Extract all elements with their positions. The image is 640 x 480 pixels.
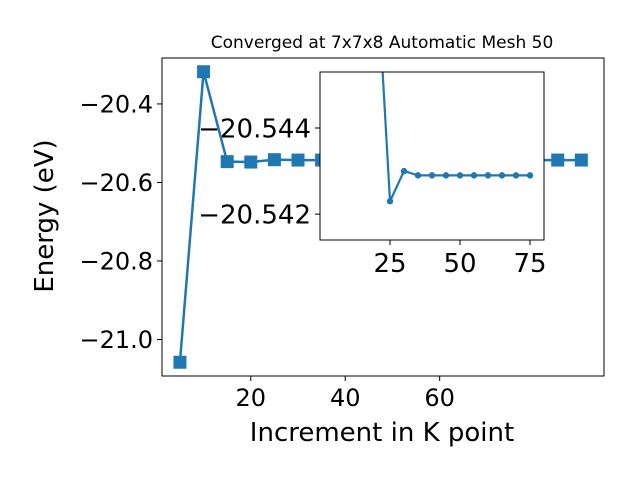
main-data-point: [291, 153, 305, 167]
inset-data-point: [470, 172, 478, 179]
inset-data-point: [484, 172, 492, 179]
main-data-point: [551, 153, 565, 167]
inset-data-point: [442, 172, 450, 179]
main-data-point: [197, 65, 211, 79]
y-axis-label: Energy (eV): [30, 139, 60, 292]
inset-x-tick-label: 25: [373, 249, 406, 279]
main-x-tick-label: 40: [330, 384, 361, 412]
main-plot-frame: [161, 57, 605, 377]
chart-title: Converged at 7x7x8 Automatic Mesh 50: [211, 33, 554, 53]
x-axis-label: Increment in K point: [250, 418, 514, 448]
main-x-tick-label: 60: [424, 384, 455, 412]
inset-plot: 25 50 75 −20.544 −20.542: [198, 71, 547, 279]
main-data-point: [244, 155, 258, 169]
main-y-tick-label: −20.8: [79, 248, 153, 276]
inset-data-point: [400, 167, 408, 175]
inset-series-group: [381, 72, 534, 205]
main-y-tick-label: −20.4: [79, 91, 153, 119]
inset-x-tick-label: 75: [513, 249, 546, 279]
inset-y-tick-label: −20.544: [198, 114, 311, 144]
main-data-point: [220, 155, 234, 169]
inset-plot-background: [320, 72, 544, 240]
inset-data-point: [456, 172, 464, 179]
inset-data-point: [512, 172, 520, 179]
inset-y-tick-label: −20.542: [198, 201, 311, 231]
inset-data-point: [498, 172, 506, 179]
inset-data-point: [526, 172, 534, 179]
inset-x-tick-label: 50: [443, 249, 476, 279]
main-data-point: [173, 355, 187, 369]
inset-data-point: [414, 172, 422, 179]
main-data-point: [267, 153, 281, 167]
main-y-tick-label: −20.6: [79, 169, 153, 197]
main-data-point: [574, 153, 588, 167]
inset-plot-frame: [319, 71, 545, 241]
main-y-tick-label: −21.0: [79, 326, 153, 354]
inset-data-point: [386, 198, 394, 205]
inset-data-point: [428, 172, 436, 179]
main-x-tick-label: 20: [236, 384, 267, 412]
